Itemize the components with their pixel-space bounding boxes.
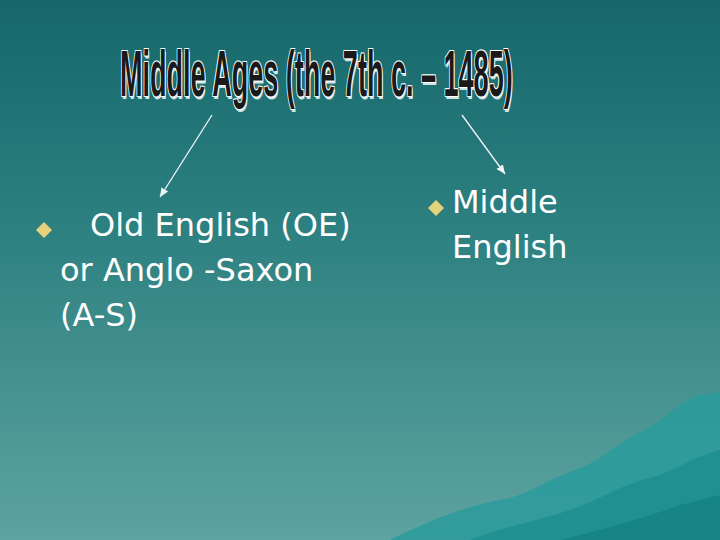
- slide-title: Middle Ages (the 7th c. – 1485): [120, 36, 513, 111]
- bullet-text: Old English (OE) or Anglo -Saxon (A-S): [60, 203, 360, 338]
- wave-shape: [560, 495, 720, 540]
- title-node: Middle Ages (the 7th c. – 1485): [120, 36, 720, 96]
- arrow-connector: [462, 115, 505, 174]
- bullet-item: Middle English: [452, 180, 642, 270]
- arrow-connector: [160, 115, 212, 197]
- bullet-text: Middle English: [452, 180, 642, 270]
- wave-shape: [390, 392, 720, 540]
- wave-shape: [470, 450, 720, 540]
- bullet-item: Old English (OE) or Anglo -Saxon (A-S): [60, 203, 360, 338]
- bullet-diamond: [36, 222, 52, 238]
- bullet-diamond: [428, 200, 444, 216]
